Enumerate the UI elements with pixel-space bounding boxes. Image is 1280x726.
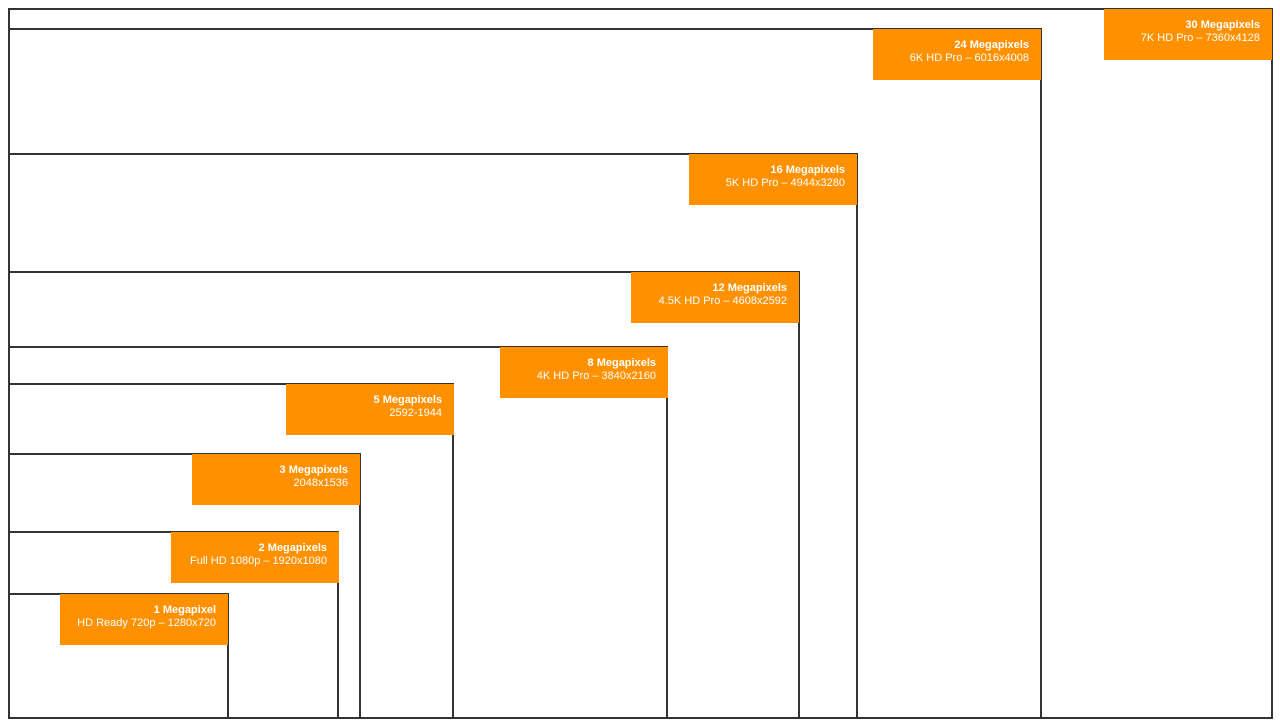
resolution-label-12mp: 12 Megapixels 4.5K HD Pro – 4608x2592	[631, 272, 799, 323]
resolution-label-1mp: 1 Megapixel HD Ready 720p – 1280x720	[60, 594, 228, 645]
megapixels-text: 12 Megapixels	[712, 282, 787, 294]
resolution-label-16mp: 16 Megapixels 5K HD Pro – 4944x3280	[689, 154, 857, 205]
resolution-spec-text: 4K HD Pro – 3840x2160	[536, 370, 656, 382]
resolution-spec-text: 2048x1536	[293, 477, 348, 489]
resolution-label-24mp: 24 Megapixels 6K HD Pro – 6016x4008	[873, 29, 1041, 80]
resolution-label-5mp: 5 Megapixels 2592-1944	[286, 384, 454, 435]
megapixels-text: 8 Megapixels	[587, 357, 656, 369]
megapixels-text: 30 Megapixels	[1185, 19, 1260, 31]
resolution-label-8mp: 8 Megapixels 4K HD Pro – 3840x2160	[500, 347, 668, 398]
resolution-spec-text: Full HD 1080p – 1920x1080	[190, 555, 327, 567]
resolution-label-2mp: 2 Megapixels Full HD 1080p – 1920x1080	[171, 532, 339, 583]
megapixels-text: 5 Megapixels	[373, 394, 442, 406]
megapixels-text: 16 Megapixels	[770, 164, 845, 176]
resolution-spec-text: HD Ready 720p – 1280x720	[77, 617, 216, 629]
megapixels-text: 3 Megapixels	[279, 464, 348, 476]
megapixels-text: 2 Megapixels	[258, 542, 327, 554]
resolution-label-30mp: 30 Megapixels 7K HD Pro – 7360x4128	[1104, 9, 1272, 60]
megapixels-text: 24 Megapixels	[954, 39, 1029, 51]
resolution-label-3mp: 3 Megapixels 2048x1536	[192, 454, 360, 505]
resolution-spec-text: 5K HD Pro – 4944x3280	[725, 177, 845, 189]
resolution-spec-text: 6K HD Pro – 6016x4008	[909, 52, 1029, 64]
resolution-spec-text: 2592-1944	[389, 407, 442, 419]
resolution-spec-text: 7K HD Pro – 7360x4128	[1140, 32, 1260, 44]
megapixels-text: 1 Megapixel	[153, 604, 216, 616]
resolution-spec-text: 4.5K HD Pro – 4608x2592	[658, 295, 787, 307]
